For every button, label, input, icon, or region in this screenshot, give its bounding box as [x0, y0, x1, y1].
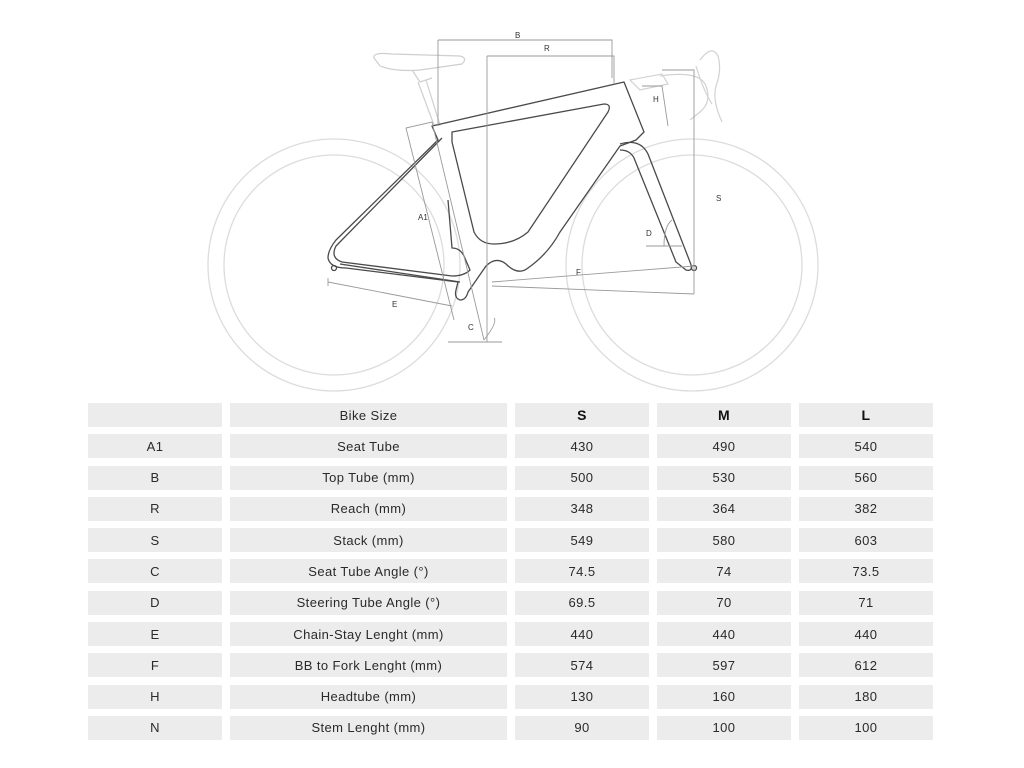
row-code-cell: A1 — [88, 434, 222, 459]
header-label-cell: Bike Size — [230, 403, 507, 427]
row-value-cell: 130 — [515, 684, 649, 709]
header-size-l: L — [799, 403, 933, 427]
dim-label-c: C — [468, 323, 474, 332]
row-value-cell: 73.5 — [799, 559, 933, 584]
table-row: A1 Seat Tube 430 490 540 — [88, 434, 936, 459]
row-value-cell: 612 — [799, 653, 933, 678]
table-row: F BB to Fork Lenght (mm) 574 597 612 — [88, 653, 936, 678]
row-value-cell: 540 — [799, 434, 933, 459]
row-label-cell: Seat Tube Angle (°) — [230, 559, 507, 584]
dim-label-s: S — [716, 194, 721, 203]
table-row: E Chain-Stay Lenght (mm) 440 440 440 — [88, 622, 936, 647]
row-label-cell: BB to Fork Lenght (mm) — [230, 653, 507, 678]
row-code-cell: F — [88, 653, 222, 678]
table-row: S Stack (mm) 549 580 603 — [88, 528, 936, 553]
row-code-cell: D — [88, 590, 222, 615]
row-value-cell: 560 — [799, 465, 933, 490]
row-label-cell: Reach (mm) — [230, 496, 507, 521]
dim-label-h: H — [653, 95, 659, 104]
row-value-cell: 500 — [515, 465, 649, 490]
front-wheel — [565, 138, 819, 392]
dim-label-b: B — [515, 31, 520, 40]
row-value-cell: 603 — [799, 528, 933, 553]
row-value-cell: 74 — [657, 559, 791, 584]
row-label-cell: Stack (mm) — [230, 528, 507, 553]
row-code-cell: R — [88, 496, 222, 521]
row-value-cell: 440 — [657, 622, 791, 647]
bike-geometry-diagram: B R H S A1 D F E C — [207, 31, 819, 392]
header-code-cell — [88, 403, 222, 427]
row-value-cell: 100 — [657, 715, 791, 740]
dim-label-d: D — [646, 229, 652, 238]
row-value-cell: 69.5 — [515, 590, 649, 615]
row-value-cell: 70 — [657, 590, 791, 615]
row-label-cell: Headtube (mm) — [230, 684, 507, 709]
header-size-s: S — [515, 403, 649, 427]
row-value-cell: 490 — [657, 434, 791, 459]
row-value-cell: 574 — [515, 653, 649, 678]
table-row: H Headtube (mm) 130 160 180 — [88, 684, 936, 709]
row-value-cell: 74.5 — [515, 559, 649, 584]
header-size-m: M — [657, 403, 791, 427]
row-code-cell: B — [88, 465, 222, 490]
row-value-cell: 382 — [799, 496, 933, 521]
row-value-cell: 348 — [515, 496, 649, 521]
dim-label-a1: A1 — [418, 213, 428, 222]
row-value-cell: 100 — [799, 715, 933, 740]
rear-wheel — [207, 138, 461, 392]
row-code-cell: C — [88, 559, 222, 584]
row-value-cell: 71 — [799, 590, 933, 615]
row-value-cell: 364 — [657, 496, 791, 521]
row-value-cell: 440 — [515, 622, 649, 647]
handlebar — [628, 50, 723, 123]
table-row: N Stem Lenght (mm) 90 100 100 — [88, 715, 936, 740]
row-value-cell: 597 — [657, 653, 791, 678]
table-row: R Reach (mm) 348 364 382 — [88, 496, 936, 521]
row-label-cell: Chain-Stay Lenght (mm) — [230, 622, 507, 647]
row-value-cell: 90 — [515, 715, 649, 740]
measurement-lines — [327, 39, 695, 343]
row-value-cell: 549 — [515, 528, 649, 553]
row-label-cell: Stem Lenght (mm) — [230, 715, 507, 740]
row-value-cell: 580 — [657, 528, 791, 553]
dim-label-r: R — [544, 44, 550, 53]
row-value-cell: 430 — [515, 434, 649, 459]
dim-label-f: F — [576, 268, 581, 277]
table-row: B Top Tube (mm) 500 530 560 — [88, 465, 936, 490]
row-label-cell: Seat Tube — [230, 434, 507, 459]
row-code-cell: N — [88, 715, 222, 740]
row-code-cell: E — [88, 622, 222, 647]
row-label-cell: Steering Tube Angle (°) — [230, 590, 507, 615]
bike-frame — [327, 81, 698, 301]
saddle — [373, 52, 466, 126]
table-row: C Seat Tube Angle (°) 74.5 74 73.5 — [88, 559, 936, 584]
row-code-cell: S — [88, 528, 222, 553]
dim-label-e: E — [392, 300, 397, 309]
table-row: D Steering Tube Angle (°) 69.5 70 71 — [88, 590, 936, 615]
row-value-cell: 440 — [799, 622, 933, 647]
row-value-cell: 180 — [799, 684, 933, 709]
row-code-cell: H — [88, 684, 222, 709]
row-label-cell: Top Tube (mm) — [230, 465, 507, 490]
row-value-cell: 530 — [657, 465, 791, 490]
row-value-cell: 160 — [657, 684, 791, 709]
